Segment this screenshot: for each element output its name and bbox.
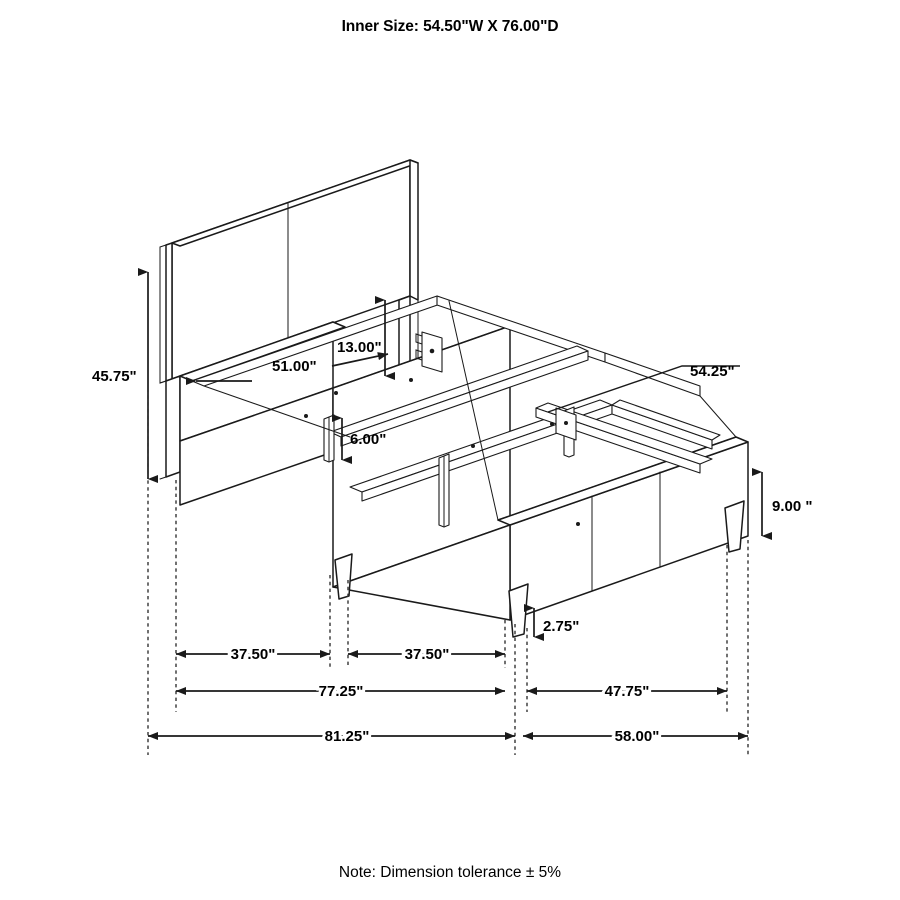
headboard <box>159 159 419 384</box>
screw-dot <box>550 422 554 426</box>
screw-dot <box>471 444 475 448</box>
extension-lines <box>147 392 749 755</box>
leg-front-left <box>334 553 353 600</box>
headboard-left-post-edge <box>159 244 167 384</box>
dim-chain-3: 81.25" 58.00" <box>147 725 749 748</box>
screw-dot <box>334 391 338 395</box>
bracket-screw <box>429 348 435 354</box>
foot-front-panel <box>332 524 511 621</box>
frame-inner-guide-b <box>448 300 499 521</box>
cross-member-right-2 <box>535 402 713 465</box>
headboard-right-thickness <box>409 159 419 301</box>
dim-rail-height: 9.00 " <box>751 467 812 541</box>
dim-5425-label: 54.25" <box>690 363 735 380</box>
headboard-left-leg <box>165 375 181 478</box>
inner-rail-right <box>604 352 701 397</box>
dim-chain-2: 77.25" 47.75" <box>175 680 728 703</box>
foot-rail <box>497 436 749 621</box>
dim-7725-label: 77.25" <box>319 683 364 700</box>
bed-assembly <box>159 159 749 638</box>
screw-dot <box>576 522 580 526</box>
dim-chain-1: 37.50" 37.50" <box>175 643 506 666</box>
dim-8125-label: 81.25" <box>325 728 370 745</box>
screw-dot <box>304 414 308 418</box>
frame-inner-guide-a <box>203 385 351 438</box>
bracket-center-screw <box>564 421 568 425</box>
dim-headboard-height: 45.75" <box>92 267 159 484</box>
dim-51-label: 51.00" <box>272 358 317 375</box>
foot-rail-face <box>509 441 749 621</box>
bracket-tab-bot <box>415 349 423 361</box>
frame-inner-guide-c <box>699 395 737 438</box>
leg-front-right <box>724 500 745 553</box>
dim-5800-label: 58.00" <box>615 728 660 745</box>
dim-center-rail-callout: 54.25" <box>547 363 740 413</box>
dim-5425-leader <box>547 365 740 413</box>
dim-support-leg: 6.00" <box>331 413 386 465</box>
dim-4775-label: 47.75" <box>605 683 650 700</box>
dim-45-label: 45.75" <box>92 368 137 385</box>
headboard-left-leg-inner <box>159 380 167 480</box>
inner-rail-foot-2 <box>611 399 721 441</box>
tolerance-note: Note: Dimension tolerance ± 5% <box>338 864 562 881</box>
dim-post-drop: 13.00" <box>337 295 396 381</box>
leg-front-mid <box>508 583 529 638</box>
brackets <box>415 331 577 441</box>
foot-front-lower <box>332 524 511 621</box>
dim-3750-a-label: 37.50" <box>231 646 276 663</box>
screw-dot <box>409 378 413 382</box>
dim-6-label: 6.00" <box>350 431 386 448</box>
page-title: Inner Size: 54.50"W X 76.00"D <box>341 18 559 35</box>
dim-13-label: 13.00" <box>337 339 382 356</box>
dim-3750-b-label: 37.50" <box>405 646 450 663</box>
dim-275-label: 2.75" <box>543 618 579 635</box>
dim-9-label: 9.00 " <box>772 498 812 515</box>
foot-rail-top-inner <box>497 436 737 521</box>
headboard-left-post <box>165 242 173 382</box>
legs <box>334 500 745 638</box>
dim-leg-height: 2.75" <box>523 603 579 642</box>
center-support-legs <box>323 406 575 528</box>
bracket-tab-top <box>415 333 423 345</box>
